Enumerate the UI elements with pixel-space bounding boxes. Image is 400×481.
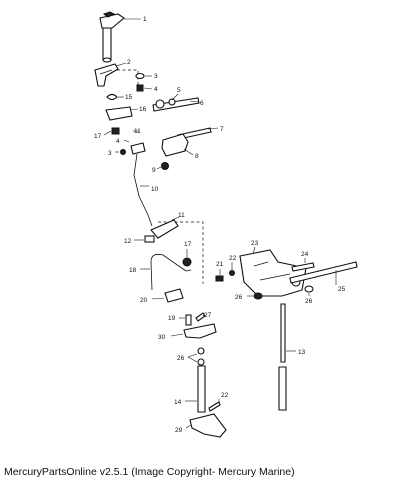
part-u-rod (150, 253, 187, 291)
part-screw (111, 127, 120, 135)
part-washer (135, 72, 145, 80)
callout-labels: 1 2 3 4 15 5 16 6 17 4 11 7 3 8 9 10 11 … (94, 16, 346, 434)
callout: 20 (140, 297, 148, 304)
callout: 26 (235, 294, 243, 301)
callout: 13 (298, 349, 306, 356)
callout: 27 (204, 312, 212, 319)
callout: 26 (177, 355, 185, 362)
callout: 19 (168, 315, 176, 322)
callout: 6 (200, 100, 204, 107)
image-caption: MercuryPartsOnline v2.5.1 (Image Copyrig… (4, 466, 295, 478)
callout: 3 (108, 150, 112, 157)
callout: 11 (178, 212, 185, 219)
part-27 (195, 312, 206, 322)
callout: 26 (305, 298, 313, 305)
part-washer-26a (304, 285, 314, 293)
callout: 17 (94, 133, 102, 140)
part-rod-13 (280, 303, 286, 363)
callout: 14 (174, 399, 182, 406)
part-29 (189, 413, 227, 438)
callout: 18 (129, 267, 137, 274)
callout: 9 (152, 167, 156, 174)
part-spring-clip (106, 93, 118, 101)
callout: 15 (125, 94, 133, 101)
part-22 (229, 270, 235, 276)
part-shift-rod (133, 153, 153, 227)
part-21 (215, 275, 224, 282)
part-link-lower (150, 219, 179, 239)
part-24 (291, 262, 315, 272)
callout: 3 (154, 73, 158, 80)
callout: 8 (195, 153, 199, 160)
callout: 16 (139, 106, 147, 113)
callout: 11 (134, 128, 141, 135)
part-nut-17 (182, 257, 192, 267)
callout: 1 (143, 16, 147, 23)
part-bracket (105, 106, 133, 121)
callout: 10 (151, 186, 159, 193)
callout: 12 (124, 238, 132, 245)
part-22b (208, 401, 221, 412)
callout: 29 (175, 427, 183, 434)
callout: 7 (220, 126, 224, 133)
part-19 (185, 314, 192, 326)
callout: 23 (251, 240, 259, 247)
part-linkage-body (239, 249, 307, 297)
part-nut-9 (161, 162, 169, 170)
callout: 5 (177, 87, 181, 94)
part-washer-26c (197, 347, 205, 355)
callout: 22 (221, 392, 229, 399)
part-shift-lever (94, 63, 119, 87)
part-bushing (164, 288, 184, 303)
callout: 4 (116, 138, 120, 145)
part-washer-26b (253, 292, 263, 300)
part-long-rod (289, 261, 358, 284)
callout: 22 (229, 255, 237, 262)
callout: 30 (158, 334, 166, 341)
callout: 4 (154, 86, 158, 93)
part-nut (136, 84, 144, 92)
callout: 17 (184, 241, 192, 248)
callout: 21 (216, 261, 224, 268)
part-shift-shaft (99, 11, 125, 63)
part-link-assembly (152, 97, 200, 112)
part-rod-14 (197, 365, 206, 413)
part-screw-12 (144, 235, 155, 243)
part-rod-13b (278, 366, 287, 411)
part-link (130, 142, 146, 155)
callout: 2 (127, 59, 131, 66)
exploded-parts-diagram: 1 2 3 4 15 5 16 6 17 4 11 7 3 8 9 10 11 … (94, 11, 358, 438)
callout: 24 (301, 251, 309, 258)
callout: 25 (338, 286, 346, 293)
part-30 (183, 323, 217, 339)
part-block (161, 133, 189, 157)
